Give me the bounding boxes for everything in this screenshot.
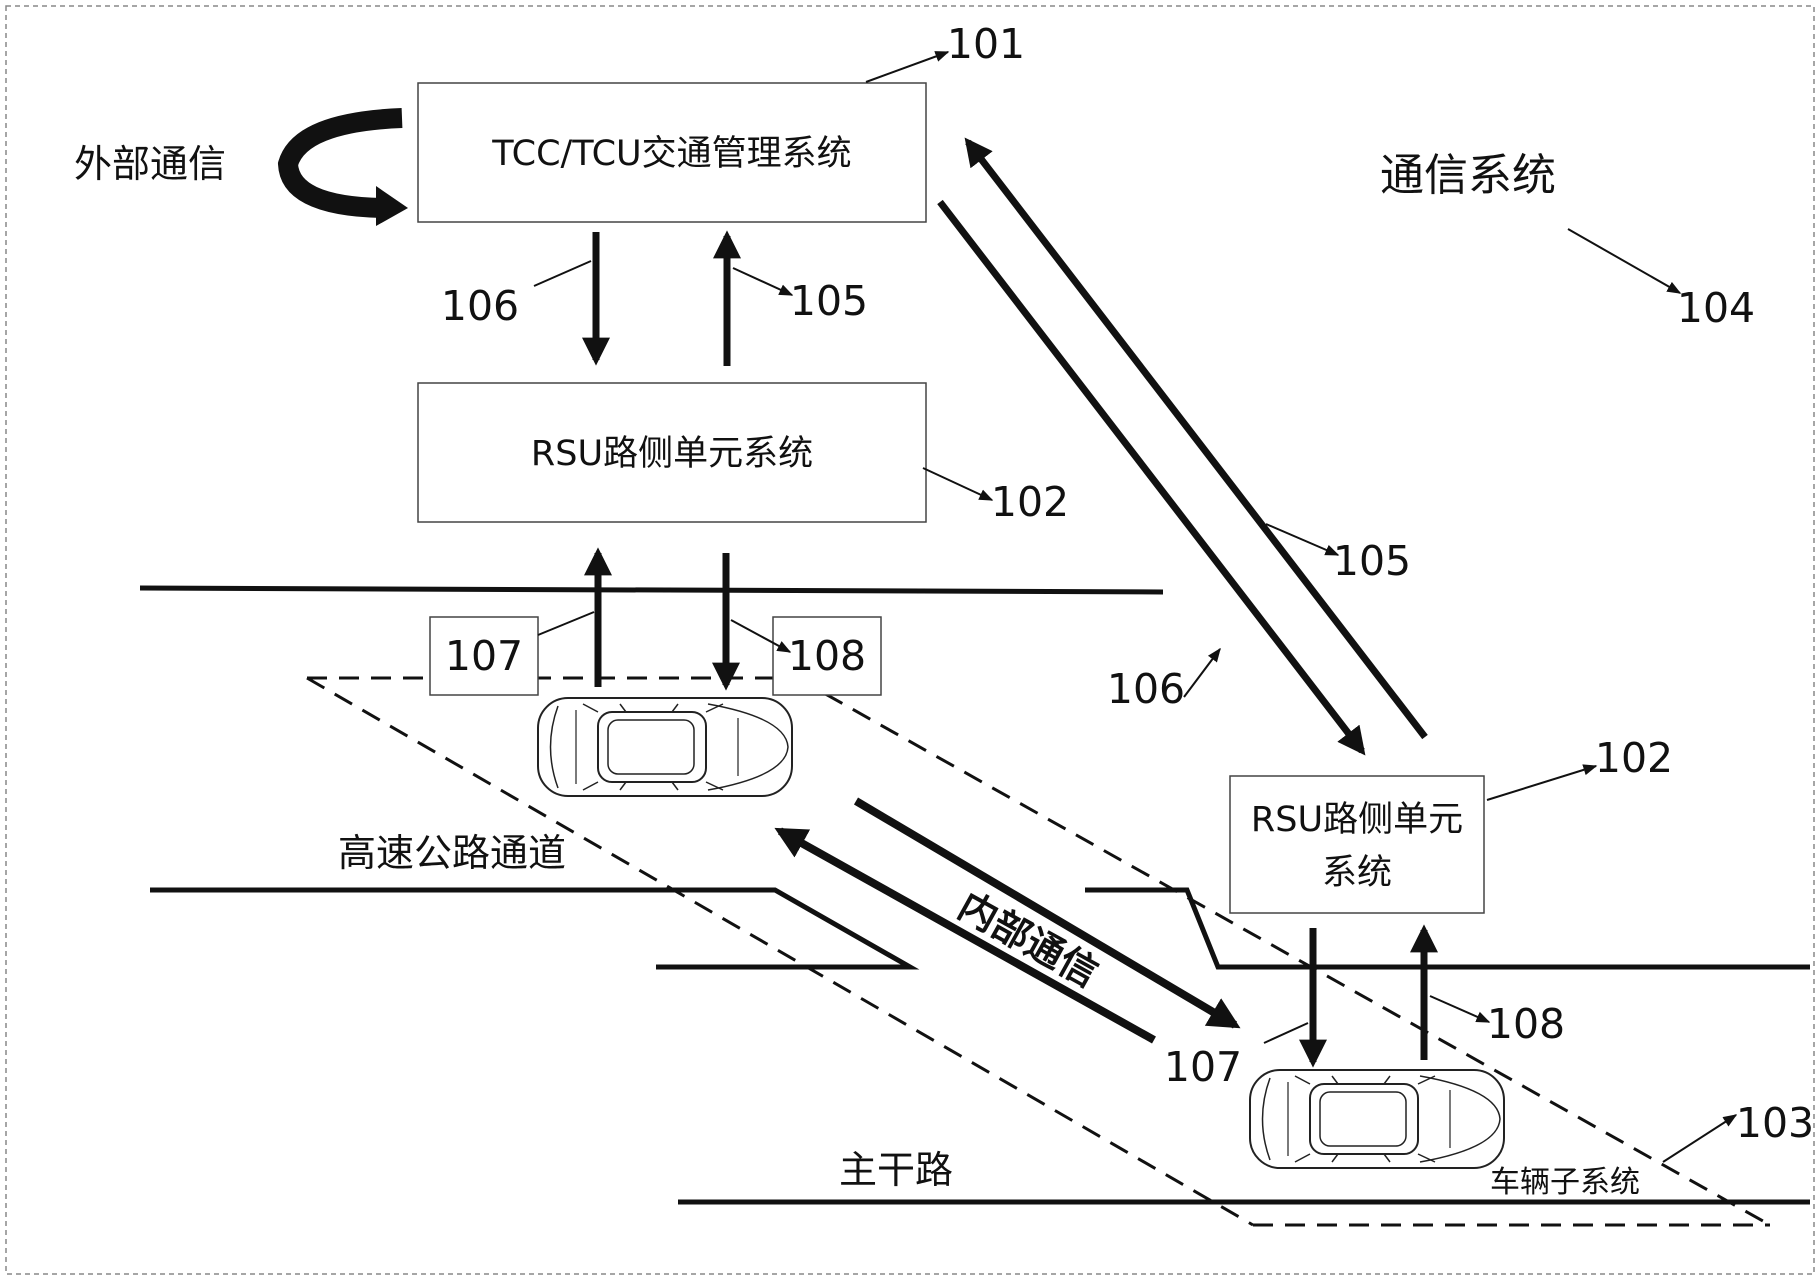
vehicle-subsystem-label: 车辆子系统 — [1490, 1165, 1640, 1200]
communication-arrows — [582, 137, 1438, 1068]
ref-107-bottom: 107 — [1164, 1043, 1242, 1091]
ref-108-bottom: 108 — [1487, 1000, 1565, 1048]
lane-boundary — [306, 676, 1771, 1227]
ref-101: 101 — [947, 20, 1025, 68]
arterial-label: 主干路 — [839, 1148, 953, 1192]
rsu-top-box — [417, 382, 927, 523]
leader-lines — [533, 51, 1738, 1163]
rsu-right-box-label-line2: 系统 — [1322, 853, 1392, 893]
tcc-box-label: TCC/TCU交通管理系统 — [491, 134, 851, 174]
highway-label: 高速公路通道 — [338, 831, 566, 875]
vehicle-bottom — [1249, 1069, 1505, 1169]
rsu-top-box-label: RSU路侧单元系统 — [531, 434, 813, 474]
vehicle-top — [537, 697, 793, 797]
ref-108-top: 108 — [788, 632, 866, 680]
ref-106-right: 106 — [1107, 665, 1185, 713]
external-comm-arrow — [277, 108, 408, 226]
rsu-right-box — [1229, 775, 1485, 914]
ref-107-top: 107 — [445, 632, 523, 680]
ref-105-right: 105 — [1333, 537, 1411, 585]
ref-106-top: 106 — [441, 282, 519, 330]
outer-frame — [5, 5, 1815, 1275]
ref-104: 104 — [1677, 284, 1755, 332]
ref-102-right: 102 — [1595, 734, 1673, 782]
rsu-right-box-label-line1: RSU路侧单元 — [1251, 800, 1463, 840]
ref-box-107 — [429, 616, 539, 696]
diagram-title: 通信系统 — [1380, 150, 1556, 201]
ref-103: 103 — [1736, 1099, 1814, 1147]
external-comm-label: 外部通信 — [74, 142, 226, 186]
road-lines — [139, 585, 1810, 1205]
ref-105-top: 105 — [790, 277, 868, 325]
ref-102-top: 102 — [991, 478, 1069, 526]
tcc-box — [417, 82, 927, 223]
ref-box-108 — [772, 616, 882, 696]
